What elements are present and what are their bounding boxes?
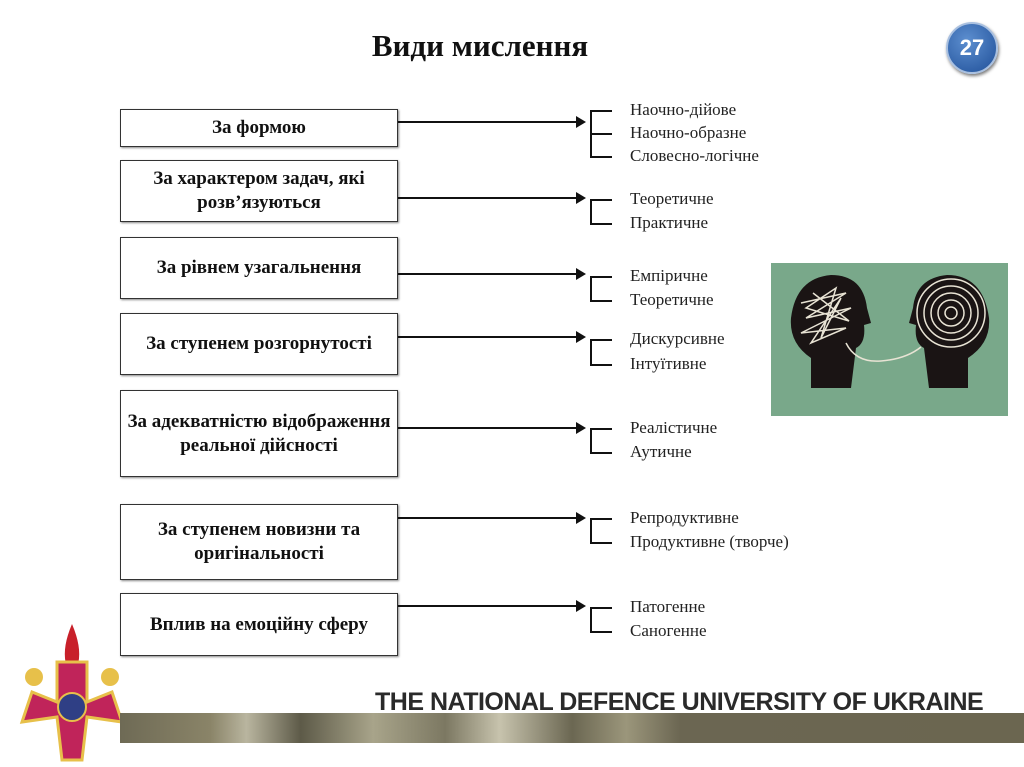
thinking-type-item: Теоретичне	[630, 189, 714, 208]
thinking-type-item: Інтуїтивне	[630, 354, 707, 373]
arrow	[398, 192, 586, 204]
arrow	[398, 331, 586, 343]
bracket-tick	[590, 199, 612, 201]
arrow	[398, 600, 586, 612]
bracket	[590, 428, 592, 453]
arrow	[398, 268, 586, 280]
bracket-tick	[590, 631, 612, 633]
thinking-type-item: Реалістичне	[630, 418, 718, 437]
category-box: За рівнем узагальнення	[120, 237, 398, 299]
thinking-type-item: Саногенне	[630, 621, 707, 640]
arrow	[398, 512, 586, 524]
bracket-tick	[590, 364, 612, 366]
thinking-type-item: Аутичне	[630, 442, 692, 461]
category-box: За формою	[120, 109, 398, 147]
arrow	[398, 116, 586, 128]
thinking-type-item: Патогенне	[630, 597, 706, 616]
thinking-type-item: Продуктивне (творче)	[630, 532, 789, 551]
bracket	[590, 199, 592, 224]
slide-number-badge: 27	[946, 22, 998, 74]
bracket-tick	[590, 607, 612, 609]
thinking-type-item: Репродуктивне	[630, 508, 739, 527]
slide-title: Види мислення	[371, 28, 589, 63]
bracket-tick	[590, 276, 612, 278]
bracket-tick	[590, 542, 612, 544]
bracket	[590, 339, 592, 365]
bracket-tick	[590, 133, 612, 135]
category-box: За адекватністю відображення реальної ді…	[120, 390, 398, 477]
university-name: THE NATIONAL DEFENCE UNIVERSITY OF UKRAI…	[375, 688, 984, 716]
thinking-type-item: Наочно-дійове	[630, 100, 737, 119]
category-box: За характером задач, які розв’язуються	[120, 160, 398, 222]
bracket-tick	[590, 223, 612, 225]
bracket-tick	[590, 110, 612, 112]
bracket-tick	[590, 452, 612, 454]
thinking-type-item: Словесно-логічне	[630, 146, 759, 165]
university-emblem	[19, 624, 125, 762]
arrow	[398, 422, 586, 434]
bracket-tick	[590, 428, 612, 430]
bracket-tick	[590, 300, 612, 302]
bracket	[590, 276, 592, 301]
thinking-type-item: Дискурсивне	[630, 329, 725, 348]
bracket-tick	[590, 518, 612, 520]
thinking-type-item: Наочно-образне	[630, 123, 747, 142]
bracket	[590, 518, 592, 543]
bracket-tick	[590, 339, 612, 341]
category-box: За ступенем розгорнутості	[120, 313, 398, 375]
bracket	[590, 607, 592, 632]
thinking-type-item: Практичне	[630, 213, 709, 232]
thinking-type-item: Емпіричне	[630, 266, 708, 285]
camouflage-band	[120, 713, 1024, 743]
two-heads-illustration	[771, 263, 1008, 416]
category-box: Вплив на емоційну сферу	[120, 593, 398, 656]
category-box: За ступенем новизни та оригінальності	[120, 504, 398, 580]
bracket-tick	[590, 156, 612, 158]
thinking-type-item: Теоретичне	[630, 290, 714, 309]
